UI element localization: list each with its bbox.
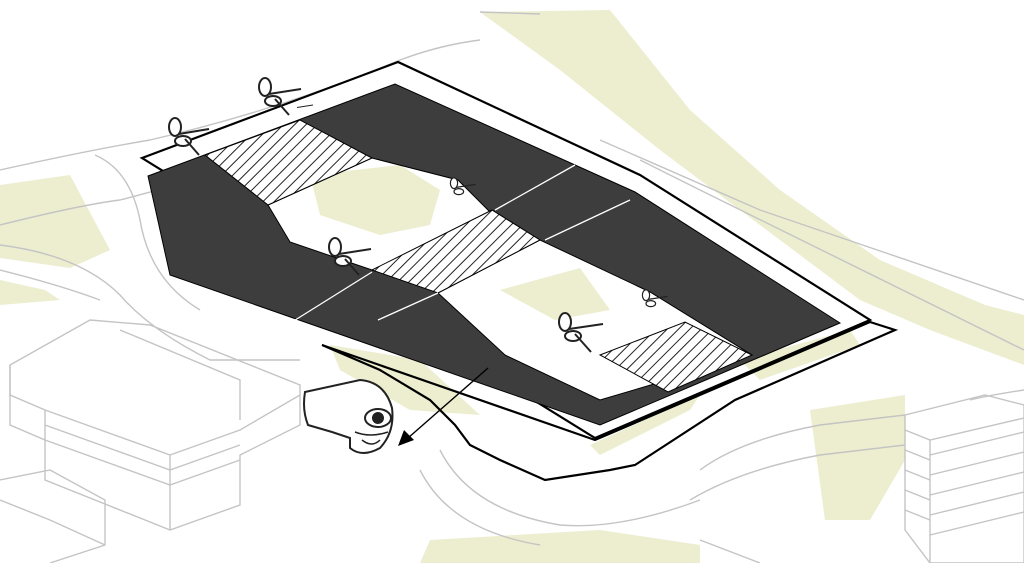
green-area bbox=[590, 395, 700, 455]
green-area bbox=[420, 530, 700, 563]
scissors-icon bbox=[328, 237, 372, 276]
hatched-section-top bbox=[203, 119, 374, 206]
scissors-icon bbox=[449, 177, 476, 196]
hatched-section-bottom bbox=[598, 321, 754, 393]
cut-lines bbox=[291, 164, 631, 323]
scissors-icon bbox=[296, 104, 314, 108]
hand-with-eye-icon bbox=[303, 378, 394, 454]
green-area bbox=[310, 165, 440, 235]
green-area bbox=[0, 175, 110, 268]
building-block bbox=[147, 83, 842, 426]
scissors-icon bbox=[558, 312, 604, 353]
scissors-icon bbox=[258, 77, 302, 116]
green-area bbox=[500, 268, 610, 320]
scissor-markers bbox=[168, 77, 668, 353]
green-area bbox=[0, 280, 60, 305]
green-area bbox=[480, 10, 1024, 365]
green-area bbox=[740, 330, 860, 380]
scissors-icon bbox=[641, 289, 668, 308]
scissors-icon bbox=[168, 117, 210, 156]
green-area bbox=[330, 345, 480, 415]
arrow-icon bbox=[398, 367, 489, 446]
site-boundary bbox=[321, 320, 899, 482]
green-areas bbox=[0, 10, 1024, 563]
green-area bbox=[810, 395, 905, 520]
hatched-section-middle bbox=[370, 209, 542, 294]
